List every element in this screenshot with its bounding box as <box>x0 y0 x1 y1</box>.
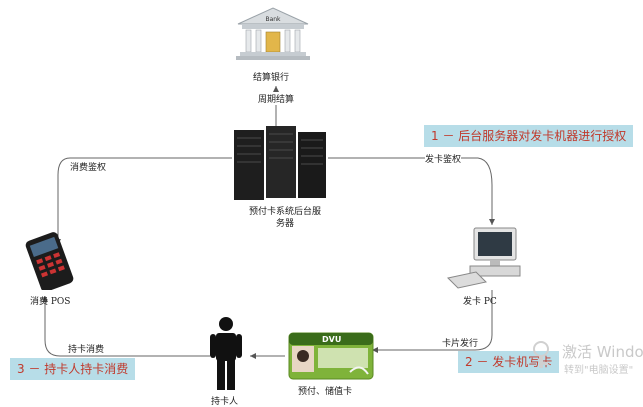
card-label: 预付、储值卡 <box>298 387 353 397</box>
bank-icon: Bank <box>236 7 310 60</box>
prepaid-card-icon: DVU <box>288 332 374 380</box>
issue-auth-arrow <box>328 157 495 225</box>
settlement-label: 周期结算 <box>258 92 295 105</box>
watermark-title: 激活 Windo <box>562 343 643 361</box>
callout-holder-consume: 3 － 持卡人持卡消费 <box>10 358 136 380</box>
holder-consume-label: 持卡消费 <box>68 345 105 355</box>
server-label-line2: 务器 <box>275 219 294 229</box>
server-label: 预付卡系统后台服 务器 <box>244 206 326 230</box>
consume-auth-arrow <box>55 157 232 245</box>
pc-label: 发卡 PC <box>463 297 497 307</box>
callout-write-card: 2 － 发卡机写卡 <box>458 351 560 373</box>
person-icon <box>210 317 242 390</box>
callout-authorize: 1 － 后台服务器对发卡机器进行授权 <box>424 125 634 147</box>
pos-terminal-icon <box>25 232 74 290</box>
holder-consume-arrow <box>42 296 210 357</box>
key-icon <box>533 341 549 368</box>
pos-label: 消费 POS <box>30 297 71 307</box>
server-label-line1: 预付卡系统后台服 <box>248 207 321 217</box>
bank-label: 结算银行 <box>253 73 290 83</box>
card-brand: DVU <box>322 335 341 344</box>
holder-label: 持卡人 <box>211 397 239 407</box>
bank-sign: Bank <box>265 16 281 23</box>
card-issue-arrow <box>372 290 493 353</box>
server-icon <box>234 126 326 200</box>
consume-auth-label: 消费鉴权 <box>70 163 107 173</box>
issue-auth-label: 发卡鉴权 <box>425 152 462 165</box>
watermark-subtitle: 转到"电脑设置" <box>564 365 634 376</box>
card-issue-label: 卡片发行 <box>442 336 479 349</box>
pc-icon <box>446 227 521 289</box>
